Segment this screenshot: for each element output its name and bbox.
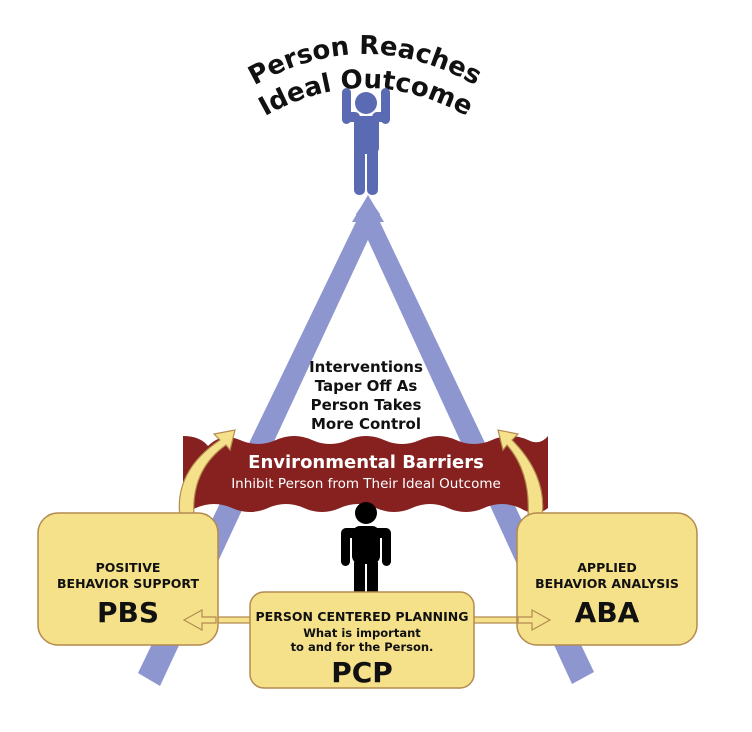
curved-arrow-right	[497, 429, 544, 517]
pbs-line-1: POSITIVE	[96, 560, 161, 575]
note-line-3: Person Takes	[311, 396, 422, 414]
aba-line-1: APPLIED	[577, 560, 637, 575]
pcp-line-3: to and for the Person.	[291, 640, 434, 654]
pcp-box: PERSON CENTERED PLANNING What is importa…	[249, 591, 475, 689]
banner-subtitle: Inhibit Person from Their Ideal Outcome	[231, 476, 501, 492]
note-line-1: Interventions	[309, 358, 423, 376]
aba-abbr: ABA	[575, 596, 640, 629]
pcp-abbr: PCP	[331, 656, 393, 689]
pbs-line-2: BEHAVIOR SUPPORT	[57, 576, 199, 591]
banner-title: Environmental Barriers	[248, 452, 484, 473]
person-standing-icon	[341, 502, 391, 604]
note-line-4: More Control	[311, 415, 421, 433]
pbs-box: POSITIVE BEHAVIOR SUPPORT PBS	[37, 512, 219, 646]
triangle-apex	[352, 195, 384, 222]
pcp-line-2: What is important	[303, 626, 421, 640]
pbs-abbr: PBS	[97, 596, 159, 629]
aba-line-2: BEHAVIOR ANALYSIS	[535, 576, 679, 591]
arrow-heads	[182, 608, 552, 632]
curved-arrow-left	[178, 429, 236, 517]
person-arms-raised-icon	[342, 88, 390, 195]
interventions-note: Interventions Taper Off As Person Takes …	[309, 358, 423, 433]
note-line-2: Taper Off As	[315, 377, 418, 395]
aba-box: APPLIED BEHAVIOR ANALYSIS ABA	[516, 512, 698, 646]
pcp-line-1: PERSON CENTERED PLANNING	[256, 609, 469, 624]
banner-shape	[183, 436, 548, 513]
environmental-barriers-banner: Environmental Barriers Inhibit Person fr…	[183, 436, 548, 513]
